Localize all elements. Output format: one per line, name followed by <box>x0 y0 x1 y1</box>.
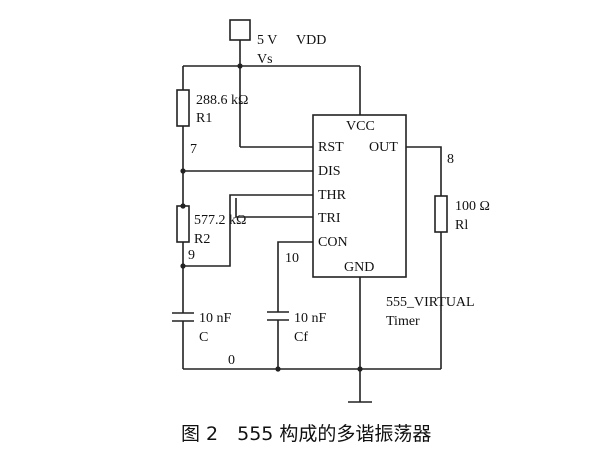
r1-name: R1 <box>196 111 212 126</box>
junction-dot <box>180 263 186 269</box>
timer-555-ic <box>312 114 407 278</box>
con-wire <box>277 241 313 312</box>
thr-wire <box>183 194 313 267</box>
junction-dot <box>180 168 186 174</box>
pin-thr-label: THR <box>318 188 347 203</box>
pin-con-label: CON <box>318 235 348 250</box>
pin-rst-label: RST <box>318 140 344 155</box>
node-7-label: 7 <box>190 142 197 157</box>
figure-caption: 图 2 555 构成的多谐振荡器 <box>181 423 431 445</box>
c-value: 10 nF <box>199 311 232 326</box>
cf-value: 10 nF <box>294 311 327 326</box>
rl-name: Rl <box>455 218 468 233</box>
ic-type-label: Timer <box>386 314 420 329</box>
tri-wire <box>235 198 313 218</box>
pin-dis-label: DIS <box>318 164 341 179</box>
ic-model-label: 555_VIRTUAL <box>386 295 475 310</box>
supply-net-label: Vs <box>257 52 273 67</box>
r2-value: 577.2 kΩ <box>194 213 246 228</box>
r2-name: R2 <box>194 232 210 247</box>
pin-gnd-label: GND <box>344 260 374 275</box>
node-8-label: 8 <box>447 152 454 167</box>
pin-tri-label: TRI <box>318 211 341 226</box>
supply-source-symbol <box>229 19 251 41</box>
cf-name: Cf <box>294 330 308 345</box>
c-name: C <box>199 330 208 345</box>
pin-vcc-label: VCC <box>346 119 375 134</box>
out-wire <box>406 146 442 196</box>
node-9-label: 9 <box>188 248 195 263</box>
junction-dot <box>237 63 243 69</box>
rl-resistor-symbol <box>434 195 448 233</box>
junction-dot <box>357 366 363 372</box>
node-10-label: 10 <box>285 251 299 266</box>
junction-dot <box>180 203 186 209</box>
pin-out-label: OUT <box>369 140 398 155</box>
rl-value: 100 Ω <box>455 199 490 214</box>
node-0-label: 0 <box>228 353 235 368</box>
r2-resistor-symbol <box>176 205 190 243</box>
supply-name: VDD <box>296 33 326 48</box>
junction-dot <box>275 366 281 372</box>
r1-resistor-symbol <box>176 89 190 127</box>
supply-voltage: 5 V <box>257 33 277 48</box>
r1-value: 288.6 kΩ <box>196 93 248 108</box>
